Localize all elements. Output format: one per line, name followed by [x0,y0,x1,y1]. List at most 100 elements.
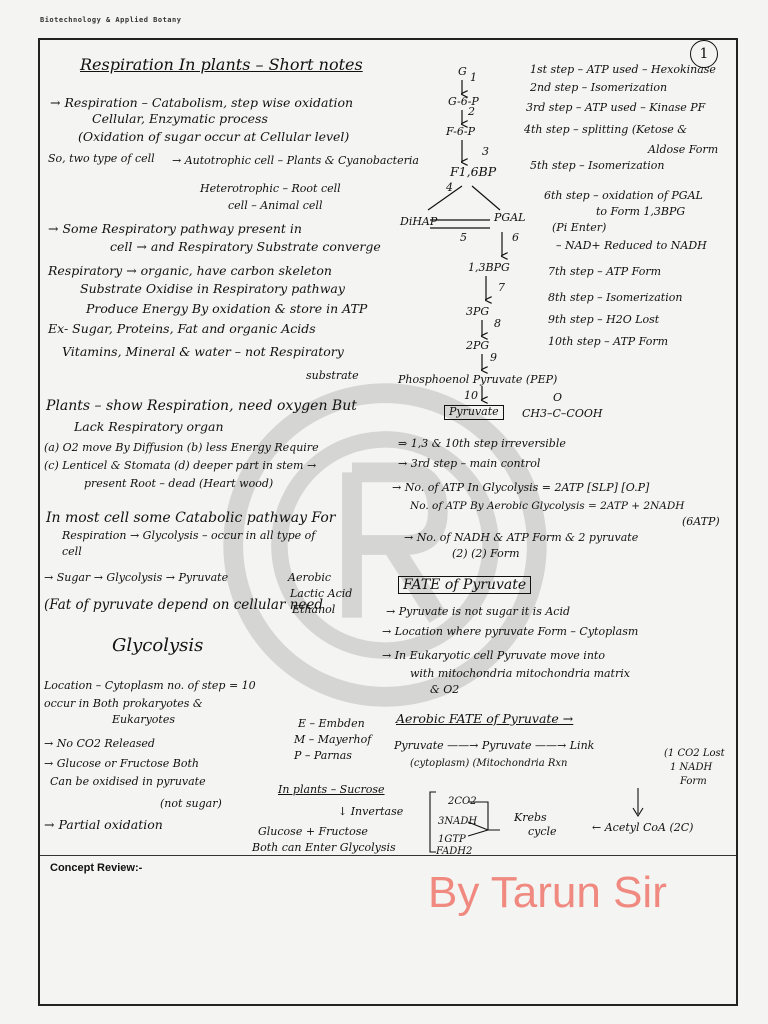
step-number: 5 [460,231,467,244]
note-line: → Pyruvate is not sugar it is Acid [386,605,570,618]
note-line: → Partial oxidation [44,817,163,832]
step-note: – NAD+ Reduced to NADH [556,239,707,252]
note-line: 1 NADH [670,762,713,773]
step-note: (Pi Enter) [552,221,607,234]
step-number: 6 [512,231,519,244]
step-note: 7th step – ATP Form [548,265,662,278]
note-line: So, two type of cell [48,152,155,165]
note-line: Glucose + Fructose [258,825,368,838]
note-line: → No. of NADH & ATP Form & 2 pyruvate [404,531,639,544]
note-line: Aerobic [288,571,332,584]
note-line: Ethanol [292,603,336,616]
note-line: Plants – show Respiration, need oxygen B… [46,398,357,414]
note-line: In plants – Sucrose [278,783,385,796]
pathway-node: F-6-P [446,125,475,138]
note-line: & O2 [430,683,460,696]
pathway-node: DiHAP [400,215,438,228]
pathway-node: G-6-P [448,95,479,108]
note-line: Lack Respiratory organ [74,419,224,434]
krebs-output: FADH2 [436,846,473,857]
note-line: In most cell some Catabolic pathway For [46,510,336,526]
pathway-node: G [458,65,467,78]
step-note: 9th step – H2O Lost [548,313,660,326]
note-line: → In Eukaryotic cell Pyruvate move into [382,649,605,662]
note-line: with mitochondria mitochondria matrix [410,667,630,680]
step-note: 2nd step – Isomerization [530,81,668,94]
note-line: → No. of ATP In Glycolysis = 2ATP [SLP] … [392,481,650,494]
note-line: Substrate Oxidise in Respiratory pathway [80,281,345,296]
note-line: Heterotrophic – Root cell [200,182,341,195]
pyruvate-formula: CH3–C–COOH [522,407,603,420]
pathway-node: 1,3BPG [468,261,510,274]
page-number: 1 [690,40,718,68]
note-line: Vitamins, Mineral & water – not Respirat… [62,344,344,359]
note-line: Location – Cytoplasm no. of step = 10 [44,679,256,692]
watermark-logo [223,383,547,707]
step-number: 8 [494,317,501,330]
pathway-node: 2PG [466,339,490,352]
step-note: 5th step – Isomerization [530,159,665,172]
krebs-label: Krebs [514,811,547,824]
krebs-output: 1GTP [438,834,466,845]
note-line: Pyruvate ——→ Pyruvate ——→ Link [394,739,595,752]
acetyl-coa: ← Acetyl CoA (2C) [592,821,694,834]
step-number: 10 [464,389,478,402]
note-line: Both can Enter Glycolysis [252,841,396,854]
pathway-arrows [427,80,540,420]
note-line: Eukaryotes [112,713,176,726]
note-line: present Root – dead (Heart wood) [84,477,274,490]
step-number: 1 [470,71,477,84]
note-line: ↓ Invertase [338,805,404,818]
step-note: 8th step – Isomerization [548,291,683,304]
emp-line: M – Mayerhof [294,733,372,746]
emp-line: E – Embden [298,717,365,730]
aerobic-fate-heading: Aerobic FATE of Pyruvate → [396,711,574,726]
step-number: 4 [446,181,453,194]
step-number: 9 [490,351,497,364]
note-line: Respiration → Glycolysis – occur in all … [62,529,316,542]
note-line: Respiratory → organic, have carbon skele… [48,263,332,278]
pyruvate-formula-oxygen: O [553,391,563,404]
note-line: ⇒ 1,3 & 10th step irreversible [398,437,566,450]
note-line: (2) (2) Form [452,547,520,560]
step-number: 3 [482,145,489,158]
note-line: Cellular, Enzymatic process [92,111,268,126]
page-frame [38,38,738,1006]
author-watermark: By Tarun Sir [428,868,667,917]
note-line: Lactic Acid [290,587,353,600]
concept-review-divider [40,855,736,856]
step-number: 7 [498,281,505,294]
pathway-node-pyruvate: Pyruvate [444,405,504,420]
note-line: cell – Animal cell [228,199,323,212]
note-line: → 3rd step – main control [398,457,541,470]
step-note: to Form 1,3BPG [596,205,686,218]
note-line: (Oxidation of sugar occur at Cellular le… [78,129,350,144]
note-line: substrate [306,369,359,382]
note-line: cell [62,545,82,558]
pathway-node: Phosphoenol Pyruvate (PEP) [398,373,558,386]
note-line: No. of ATP By Aerobic Glycolysis = 2ATP … [410,500,685,512]
page-title: Respiration In plants – Short notes [80,55,363,74]
note-line: (c) Lenticel & Stomata (d) deeper part i… [44,459,317,472]
pathway-node: F1,6BP [450,164,497,179]
krebs-output: 2CO2 [448,796,477,807]
note-line: → Glucose or Fructose Both [44,757,199,770]
note-line: → Respiration – Catabolism, step wise ox… [50,95,354,110]
pathway-node: 3PG [466,305,490,318]
fate-of-pyruvate-heading: FATE of Pyruvate [398,576,532,595]
note-line: (6ATP) [682,515,720,528]
step-note: Aldose Form [648,143,719,156]
note-line: occur in Both prokaryotes & [44,697,203,710]
note-line: Produce Energy By oxidation & store in A… [86,301,368,316]
note-line: (Fat of pyruvate depend on cellular need [44,597,324,613]
step-note: 10th step – ATP Form [548,335,669,348]
note-line: → Sugar → Glycolysis → Pyruvate [44,571,229,584]
note-line: Ex- Sugar, Proteins, Fat and organic Aci… [48,321,316,336]
concept-review-label: Concept Review:- [50,862,143,874]
note-line: (a) O2 move By Diffusion (b) less Energy… [44,441,319,454]
krebs-arrows [429,788,644,853]
note-line: (1 CO2 Lost [664,748,725,759]
step-note: 6th step – oxidation of PGAL [544,189,703,202]
note-line: Form [680,776,707,787]
